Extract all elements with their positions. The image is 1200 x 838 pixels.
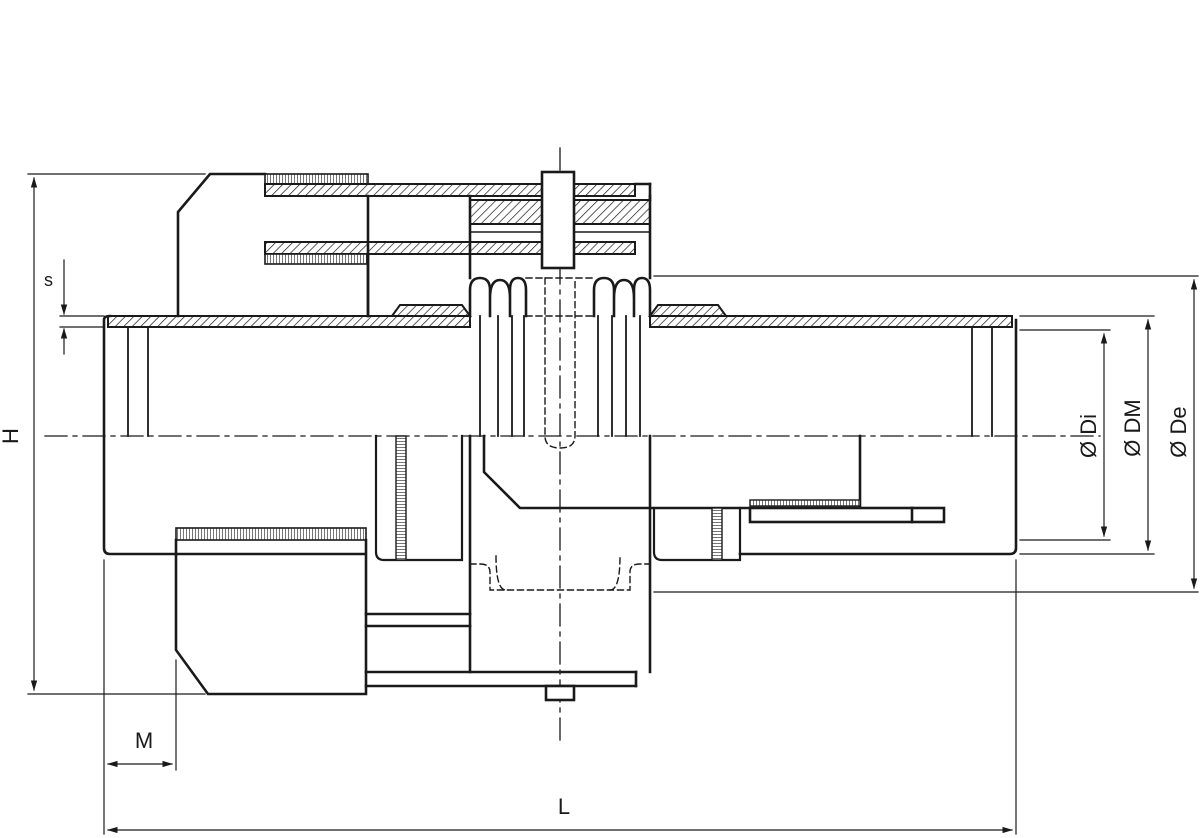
label-Di: Ø Di (1076, 414, 1101, 458)
lower-left-sleeve (174, 527, 638, 696)
label-L: L (558, 794, 570, 819)
dimension-lines (27, 173, 1199, 835)
weld-collars (390, 304, 728, 317)
label-H: H (0, 428, 23, 444)
center-lines (44, 147, 1101, 741)
left-pipe (102, 314, 471, 556)
lower-guide-block (468, 434, 946, 702)
top-flange-assembly (176, 172, 652, 318)
bellows-upper (468, 276, 652, 437)
guide-rings (374, 434, 742, 562)
label-s: s (44, 270, 53, 290)
label-DM: Ø DM (1120, 399, 1145, 456)
right-pipe (649, 315, 1018, 556)
label-De: Ø De (1166, 406, 1191, 457)
inner-tube-hidden (469, 277, 651, 591)
bolt-top (540, 170, 576, 270)
label-M: M (135, 728, 153, 753)
